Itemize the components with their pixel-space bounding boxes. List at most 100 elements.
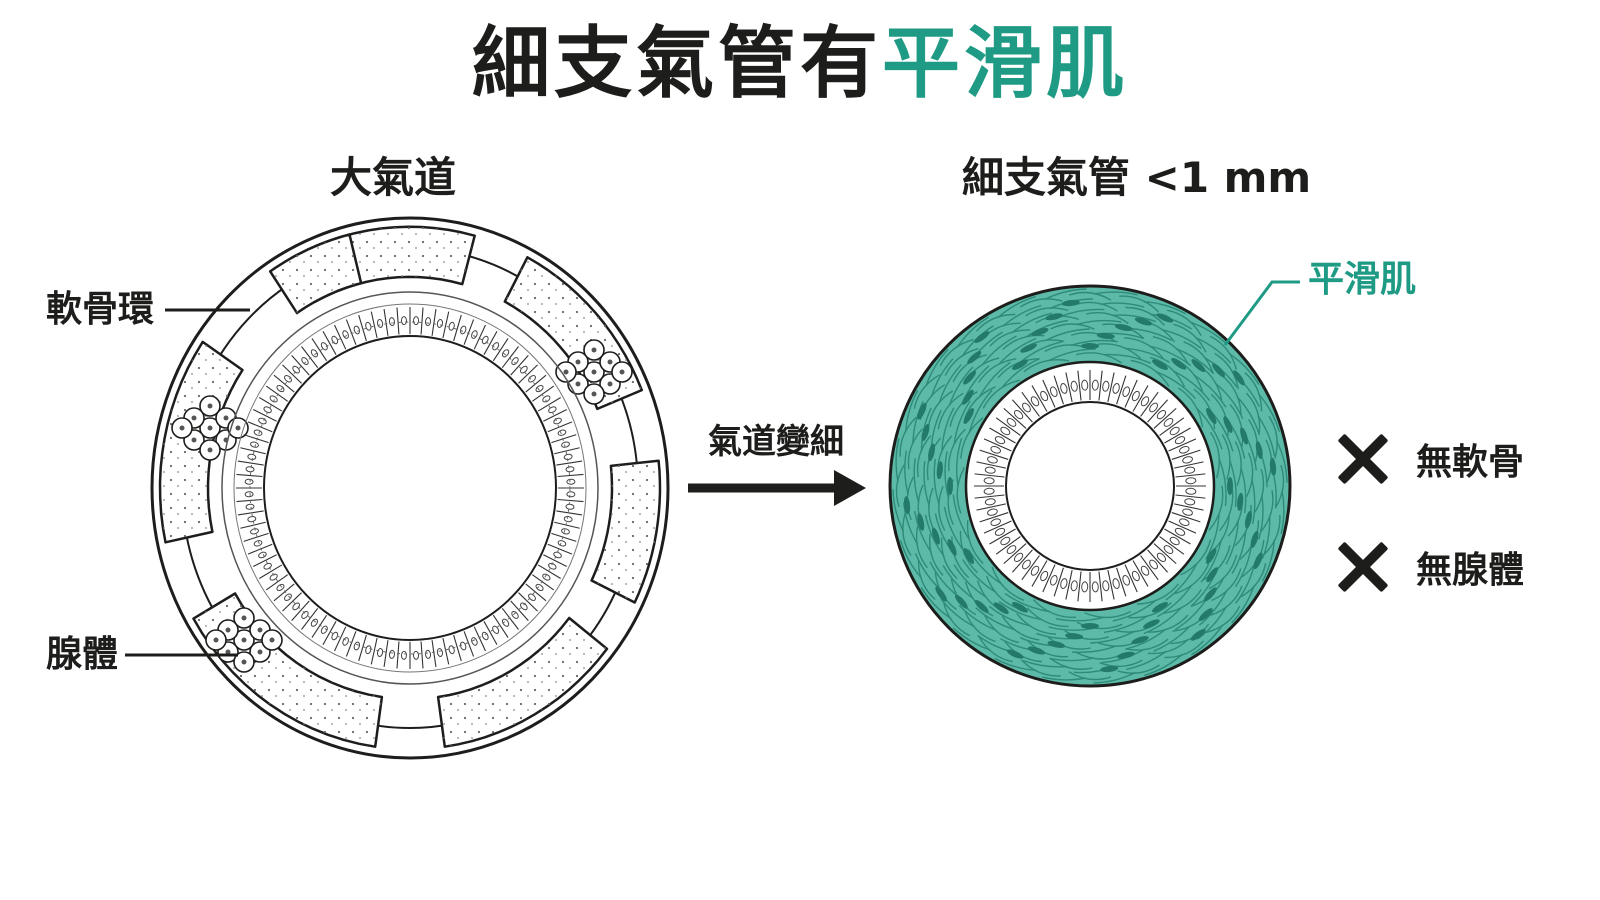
epithelial-cell: [334, 324, 347, 350]
muscle-fiber: [1123, 337, 1164, 360]
muscle-fiber: [1025, 319, 1068, 338]
epithelial-cell: [301, 346, 319, 368]
bronchiole-lumen: [1005, 401, 1175, 571]
muscle-fiber: [975, 607, 1016, 631]
muscle-nucleus: [903, 496, 911, 515]
muscle-fiber: [1156, 584, 1193, 618]
muscle-fiber: [1093, 671, 1136, 684]
muscle-fiber: [1112, 599, 1157, 622]
muscle-fiber: [895, 438, 900, 482]
epithelial-cell: [983, 438, 1012, 452]
epithelial-cell: [420, 641, 424, 669]
muscle-fiber: [1231, 530, 1247, 574]
muscle-fiber: [1173, 370, 1211, 402]
epithelial-cell: [240, 447, 266, 455]
muscle-nucleus: [1152, 359, 1168, 370]
muscle-nucleus: [963, 548, 974, 564]
epithelial-cell: [1011, 399, 1033, 423]
muscle-nucleus: [1114, 324, 1133, 332]
muscle-fiber: [953, 400, 971, 445]
muscle-fiber: [1258, 494, 1264, 540]
muscle-fiber: [1163, 589, 1202, 614]
epithelial-cell: [383, 308, 389, 336]
muscle-fiber: [917, 560, 936, 601]
epithelial-cell: [483, 621, 498, 645]
epithelial-cell: [473, 626, 486, 652]
submucosa-line: [221, 291, 599, 685]
epithelial-cell: [501, 608, 519, 630]
muscle-fiber: [1143, 301, 1186, 315]
muscle-nucleus: [1096, 332, 1115, 339]
epithelial-cell: [463, 631, 475, 657]
muscle-fiber: [1254, 468, 1265, 513]
epithelial-cell: [370, 311, 378, 339]
muscle-fiber: [966, 520, 984, 565]
epithelial-cell: [358, 634, 367, 662]
muscle-fiber: [902, 513, 912, 556]
epithelial-cell: [531, 385, 555, 402]
muscle-fiber: [1234, 441, 1242, 487]
muscle-fiber: [1147, 638, 1189, 655]
muscle-fiber: [895, 464, 905, 508]
muscle-fiber: [1228, 352, 1260, 385]
muscle-fiber: [956, 437, 963, 487]
epithelial-cell: [1171, 449, 1201, 460]
muscle-fiber: [978, 361, 1011, 398]
epithelial-cell: [259, 397, 283, 412]
epithelial-cell: [554, 521, 580, 529]
muscle-fiber: [997, 337, 1037, 366]
epithelial-cell: [431, 640, 437, 668]
muscle-fiber: [1071, 331, 1116, 342]
epithelial-cell: [518, 364, 538, 384]
muscle-fiber: [956, 467, 966, 514]
muscle-fiber: [985, 575, 1019, 609]
muscle-fiber: [1234, 563, 1256, 604]
muscle-fiber: [1020, 659, 1061, 677]
epithelial-cell: [1011, 549, 1033, 573]
muscle-nucleus: [917, 402, 927, 420]
cross-icon: [1336, 540, 1390, 594]
muscle-fiber: [1047, 636, 1091, 650]
epithelial-cell: [1140, 555, 1159, 581]
bronchiole-heading: 細支氣管 <1 mm: [962, 153, 1312, 202]
muscle-fiber: [1248, 419, 1259, 463]
muscle-fiber: [924, 514, 945, 557]
muscle-fiber: [981, 335, 1017, 366]
muscle-fiber: [984, 615, 1020, 644]
epithelial-cell: [236, 498, 263, 503]
muscle-nucleus: [1206, 408, 1217, 424]
epithelial-cell: [243, 532, 269, 542]
muscle-fiber: [930, 358, 954, 398]
muscle-fiber: [1280, 490, 1285, 534]
muscle-fiber: [944, 451, 950, 499]
muscle-fiber: [1125, 638, 1169, 651]
muscle-nucleus: [1237, 492, 1244, 511]
muscle-fiber: [1103, 615, 1149, 633]
muscle-fiber: [1150, 356, 1186, 388]
muscle-fiber: [1177, 387, 1204, 428]
muscle-fiber: [1032, 599, 1077, 619]
muscle-fiber: [1027, 640, 1069, 658]
muscle-fiber: [1050, 323, 1095, 330]
muscle-fiber: [967, 549, 1003, 585]
muscle-fiber: [1042, 676, 1086, 681]
epithelial-cell: [282, 364, 302, 384]
muscle-fiber: [1205, 513, 1220, 560]
epithelial-cell: [1174, 503, 1204, 511]
muscle-fiber: [1023, 660, 1067, 668]
muscle-nucleus: [974, 331, 990, 343]
muscle-fiber: [998, 600, 1043, 621]
epithelial-cell: [974, 473, 1005, 478]
epithelial-cell: [989, 427, 1016, 444]
muscle-fiber: [1100, 302, 1145, 308]
epithelial-cell: [311, 338, 328, 362]
muscle-fiber: [1026, 607, 1069, 628]
epithelial-cell: [1042, 379, 1056, 408]
muscle-nucleus: [1233, 370, 1245, 386]
muscle-fiber: [1117, 664, 1160, 674]
muscle-fiber: [1210, 393, 1229, 436]
muscle-fiber: [1191, 624, 1224, 656]
muscle-fiber: [1076, 621, 1123, 630]
muscle-fiber: [1210, 431, 1220, 479]
muscle-fiber: [1236, 396, 1261, 436]
